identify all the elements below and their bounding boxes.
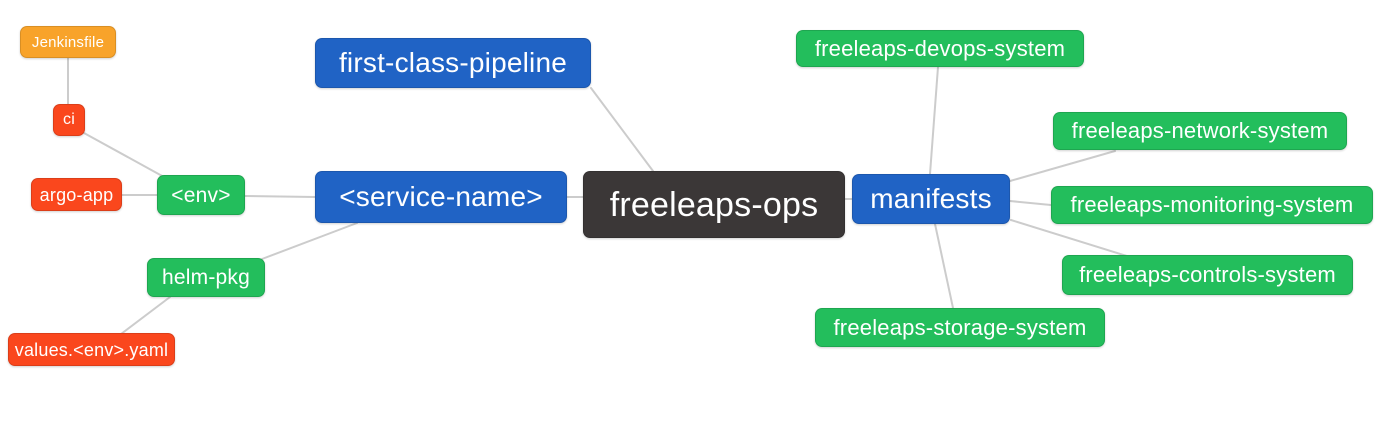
- node-jenkinsfile[interactable]: Jenkinsfile: [20, 26, 116, 58]
- edge-first-class-pipeline-to-freeleaps-ops: [590, 87, 654, 172]
- node-freeleaps-devops-system[interactable]: freeleaps-devops-system: [796, 30, 1084, 67]
- node-freeleaps-storage-system[interactable]: freeleaps-storage-system: [815, 308, 1105, 347]
- edge-manifests-to-freeleaps-controls-system: [1010, 219, 1131, 258]
- edge-ci-to-env: [83, 132, 165, 178]
- node-manifests[interactable]: manifests: [852, 174, 1010, 224]
- node-freeleaps-ops[interactable]: freeleaps-ops: [583, 171, 845, 238]
- node-freeleaps-network-system[interactable]: freeleaps-network-system: [1053, 112, 1347, 150]
- node-freeleaps-controls-system[interactable]: freeleaps-controls-system: [1062, 255, 1353, 295]
- node-ci[interactable]: ci: [53, 104, 85, 136]
- node-values-env-yaml[interactable]: values.<env>.yaml: [8, 333, 175, 366]
- edge-manifests-to-freeleaps-network-system: [1009, 150, 1116, 182]
- edge-env-to-service-name: [244, 195, 316, 198]
- node-env[interactable]: <env>: [157, 175, 245, 215]
- edge-service-name-to-helm-pkg: [261, 222, 358, 260]
- edge-helm-pkg-to-values-env-yaml: [120, 296, 171, 335]
- edge-freeleaps-devops-system-to-manifests: [929, 66, 939, 175]
- node-argo-app[interactable]: argo-app: [31, 178, 122, 211]
- edge-manifests-to-freeleaps-monitoring-system: [1009, 200, 1052, 206]
- node-first-class-pipeline[interactable]: first-class-pipeline: [315, 38, 591, 88]
- node-service-name[interactable]: <service-name>: [315, 171, 567, 223]
- node-freeleaps-monitoring-system[interactable]: freeleaps-monitoring-system: [1051, 186, 1373, 224]
- node-helm-pkg[interactable]: helm-pkg: [147, 258, 265, 297]
- edge-manifests-to-freeleaps-storage-system: [934, 223, 954, 309]
